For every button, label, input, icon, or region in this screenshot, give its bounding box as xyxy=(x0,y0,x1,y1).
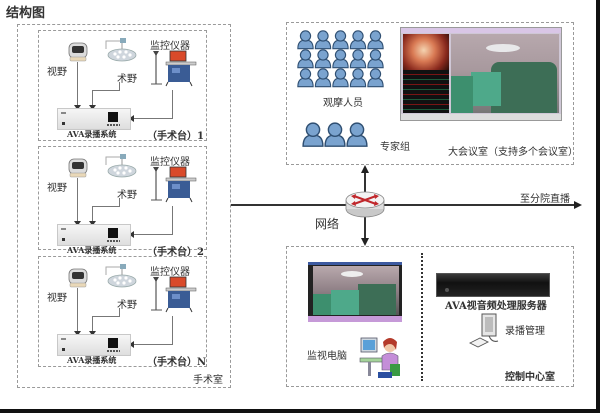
monitor-cable-h xyxy=(134,344,173,345)
operating-room-label: 手术室 xyxy=(193,375,223,386)
lamp-label: 术野 xyxy=(117,300,137,311)
network-line-up xyxy=(364,170,366,194)
camera-label: 视野 xyxy=(47,67,67,78)
surgical-lamp-icon xyxy=(105,154,137,178)
table-label: （手术台）N xyxy=(147,357,207,368)
management-pc-icon xyxy=(468,313,499,348)
frame-edge-bottom xyxy=(0,409,600,413)
camera-cable xyxy=(77,62,78,108)
monitor-label: 监控仪器 xyxy=(150,267,190,278)
experts-label: 专家组 xyxy=(380,142,410,153)
ava-recorder-icon xyxy=(57,224,131,246)
arrow-down-icon xyxy=(361,238,369,246)
network-line-left xyxy=(231,204,347,206)
recorder-label: AVA录播系统 xyxy=(67,245,117,255)
lamp-cable-v xyxy=(119,82,120,91)
lamp-cable-h xyxy=(92,316,119,317)
arrow-down-icon xyxy=(89,105,96,110)
network-line-down xyxy=(364,216,366,242)
surgical-lamp-icon xyxy=(105,38,137,62)
arrow-left-icon xyxy=(129,341,134,348)
operating-room-view xyxy=(451,34,559,113)
router-icon xyxy=(345,191,385,218)
arrow-down-icon xyxy=(74,221,81,226)
monitor-cable-h xyxy=(134,234,173,235)
monitor-pc-label: 监视电脑 xyxy=(307,351,347,362)
viewers-group-icon xyxy=(297,30,384,88)
av-server-icon xyxy=(436,273,550,297)
monitor-cable xyxy=(172,206,173,234)
experts-group-icon xyxy=(302,122,368,147)
monitor-cable xyxy=(172,90,173,118)
branch-label: 至分院直播 xyxy=(520,194,570,205)
table-label: （手术台）2 xyxy=(147,247,204,258)
management-label: 录播管理 xyxy=(505,326,545,337)
operator-at-computer-icon xyxy=(359,337,400,378)
control-center-divider xyxy=(421,253,423,381)
camera-icon xyxy=(68,158,88,178)
conference-room-box xyxy=(286,22,574,165)
control-center-box xyxy=(286,246,574,387)
camera-icon xyxy=(68,42,88,62)
ava-recorder-icon xyxy=(57,108,131,130)
lamp-cable-h xyxy=(92,90,119,91)
camera-cable xyxy=(77,178,78,224)
monitor-cable-h xyxy=(134,118,173,119)
table-label: （手术台）1 xyxy=(147,131,204,142)
monitoring-device-icon xyxy=(151,166,197,203)
monitoring-device-icon xyxy=(151,50,197,87)
arrow-right-icon xyxy=(574,201,582,209)
camera-label: 视野 xyxy=(47,293,67,304)
conference-video-window xyxy=(400,27,562,121)
arrow-down-icon xyxy=(89,331,96,336)
recorder-label: AVA录播系统 xyxy=(67,355,117,365)
arrow-down-icon xyxy=(74,331,81,336)
camera-cable xyxy=(77,288,78,334)
lamp-label: 术野 xyxy=(117,190,137,201)
surgical-lamp-icon xyxy=(105,264,137,288)
lamp-cable xyxy=(92,90,93,108)
network-line-right xyxy=(384,204,579,206)
lamp-label: 术野 xyxy=(117,74,137,85)
operating-table-box xyxy=(38,146,207,250)
endoscope-view xyxy=(403,34,449,70)
conference-room-label: 大会议室（支持多个会议室） xyxy=(448,147,578,158)
camera-label: 视野 xyxy=(47,183,67,194)
lamp-cable-v xyxy=(119,308,120,317)
control-center-label: 控制中心室 xyxy=(505,372,555,383)
lamp-cable xyxy=(92,316,93,334)
monitor-label: 监控仪器 xyxy=(150,157,190,168)
vital-signs-panel xyxy=(403,70,449,113)
arrow-left-icon xyxy=(129,115,134,122)
operating-room-box xyxy=(17,24,231,388)
operating-table-box xyxy=(38,256,207,367)
camera-icon xyxy=(68,268,88,288)
frame-edge-right xyxy=(596,0,600,413)
arrow-down-icon xyxy=(89,221,96,226)
arrow-up-icon xyxy=(361,165,369,173)
lamp-cable-v xyxy=(119,198,120,207)
monitor-label: 监控仪器 xyxy=(150,41,190,52)
ava-recorder-icon xyxy=(57,334,131,356)
operating-table-box xyxy=(38,30,207,141)
arrow-left-icon xyxy=(129,231,134,238)
recorder-label: AVA录播系统 xyxy=(67,129,117,139)
monitoring-device-icon xyxy=(151,276,197,313)
network-label: 网络 xyxy=(315,217,340,231)
monitor-cable xyxy=(172,316,173,344)
diagram-title: 结构图 xyxy=(6,6,46,21)
viewers-label: 观摩人员 xyxy=(323,98,363,109)
av-server-label: AVA视音频处理服务器 xyxy=(445,301,547,312)
lamp-cable xyxy=(92,206,93,224)
arrow-down-icon xyxy=(74,105,81,110)
lamp-cable-h xyxy=(92,206,119,207)
monitor-pc-video xyxy=(308,262,402,322)
